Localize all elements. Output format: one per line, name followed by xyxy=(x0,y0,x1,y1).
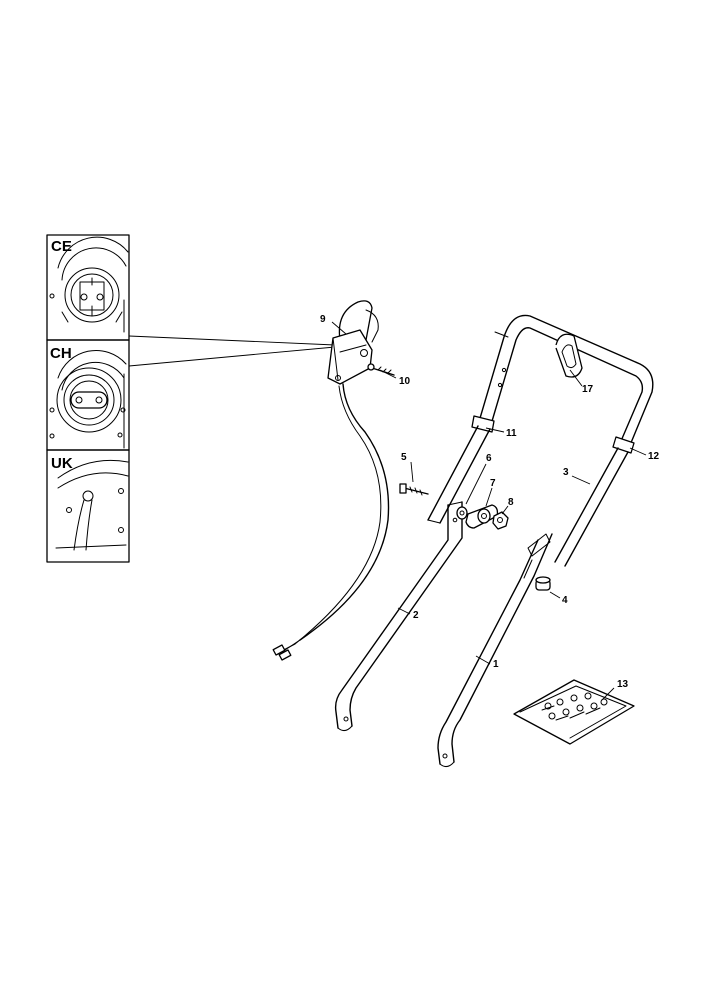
callout-17: 17 xyxy=(582,384,594,395)
knob-4 xyxy=(535,576,551,591)
callout-8: 8 xyxy=(508,497,514,508)
plug-variant-uk-label: UK xyxy=(51,455,73,472)
callout-5: 5 xyxy=(401,452,407,463)
callout-6: 6 xyxy=(486,453,492,464)
uk-cable-entry-icon xyxy=(55,459,129,551)
hardware-bag-13 xyxy=(513,679,635,745)
knob-7 xyxy=(465,504,499,529)
plug-variant-ch-label: CH xyxy=(50,345,72,362)
callout-11: 11 xyxy=(506,428,517,439)
ch-socket-icon xyxy=(49,350,127,449)
bolt-5 xyxy=(399,483,429,496)
plug-variant-inset: CE CH xyxy=(46,234,130,563)
callout-13: 13 xyxy=(617,679,629,690)
callout-1: 1 xyxy=(493,659,499,670)
lower-handle-right xyxy=(437,533,553,768)
washer-6 xyxy=(456,506,468,520)
callout-10: 10 xyxy=(399,376,411,387)
callout-3: 3 xyxy=(563,467,569,478)
upper-handle xyxy=(427,314,654,567)
callout-9: 9 xyxy=(320,314,326,325)
callout-12: 12 xyxy=(648,451,660,462)
ce-socket-icon xyxy=(49,236,129,333)
plug-variant-ce-label: CE xyxy=(51,238,72,255)
lower-handle-left xyxy=(334,501,463,732)
inset-projection-lines xyxy=(128,335,336,367)
leader-lines xyxy=(331,321,647,701)
callout-4: 4 xyxy=(562,595,568,606)
callout-7: 7 xyxy=(490,478,496,489)
callout-labels: 1 2 3 4 5 6 7 8 9 10 11 12 13 17 xyxy=(320,314,660,690)
screw-10 xyxy=(367,363,395,376)
switch-box-assembly xyxy=(272,300,390,661)
nut-8 xyxy=(492,511,509,530)
callout-2: 2 xyxy=(413,610,419,621)
